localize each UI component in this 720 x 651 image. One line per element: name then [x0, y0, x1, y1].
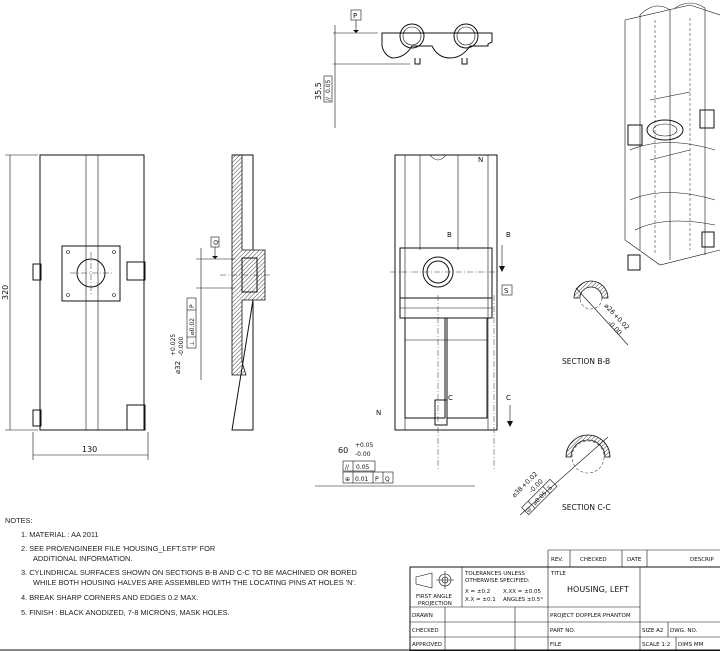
datum-q-label: Q: [212, 240, 220, 245]
dims-label: DIMS MM: [678, 642, 704, 648]
date-header: DATE: [627, 557, 642, 563]
tolerance-heading: TOLERANCES UNLESS: [464, 571, 525, 577]
projection-label: FIRST ANGLE: [416, 594, 452, 600]
section-b-arrow-label: B: [447, 231, 452, 239]
fcf-datum: Q: [385, 476, 390, 483]
fcf-value: ⌀0.02: [189, 318, 196, 335]
datum-p-label: P: [353, 12, 357, 20]
dim-dia-32: ⌀32: [174, 361, 182, 374]
checked-label: CHECKED: [412, 628, 439, 634]
part-no-label: PART NO.: [550, 628, 575, 634]
parallel-symbol: //: [345, 464, 350, 471]
concentricity-symbol: ◎: [524, 505, 533, 514]
tolerance-heading: OTHERWISE SPECIFIED:: [465, 578, 530, 584]
project-name: PROJECT DOPPLER PHANTOM: [550, 613, 631, 619]
dim-35-5: 35.5: [314, 82, 323, 100]
note-item: 5. FINISH : BLACK ANODIZED, 7-8 MICRONS,…: [21, 608, 230, 617]
size-label: SIZE A2: [642, 628, 663, 634]
tol-lower: -0.00: [355, 451, 371, 458]
tol-lower: -0.000: [178, 336, 185, 356]
section-c-arrow-label: C: [506, 394, 511, 402]
section-b-arrow-label: B: [506, 231, 511, 239]
position-symbol: ⊕: [345, 476, 350, 483]
fcf-value: 0.05: [325, 79, 332, 93]
description-header: DESCRIP: [690, 557, 714, 563]
note-item: WHILE BOTH HOUSING HALVES ARE ASSEMBLED …: [33, 578, 356, 587]
file-label: FILE: [550, 642, 562, 648]
section-cc: ⌀38+0.02 -0.00 ◎ ⌀0.05 S SECTION C-C: [510, 434, 611, 516]
notes-heading: NOTES:: [5, 516, 33, 525]
section-bb-label: SECTION B-B: [562, 357, 610, 366]
datum-s-label: S: [504, 287, 509, 295]
drawing-title: HOUSING, LEFT: [567, 585, 629, 594]
isometric-view: [624, 2, 720, 271]
top-view: P 35.5 // 0.05: [314, 9, 493, 128]
tolerance-x: X = ±0.2: [465, 589, 490, 595]
main-view: N N B B S C C 60 +0.05 -0.00 // 0.05 ⊕ 0…: [315, 154, 513, 487]
hole-n-label: N: [376, 409, 381, 417]
fcf-value: 0.01: [355, 476, 369, 483]
fcf-datum: P: [189, 304, 196, 308]
section-bb: ⌀26+0.02 -0.00 SECTION B-B: [562, 280, 631, 366]
section-cc-label: SECTION C-C: [562, 503, 611, 512]
section-c-arrow-label: C: [448, 394, 453, 402]
drawn-label: DRAWN: [412, 613, 433, 619]
title-label: TITLE: [550, 571, 566, 577]
dim-320: 320: [1, 285, 10, 300]
dwg-no-label: DWG. NO.: [670, 628, 698, 634]
note-item: 1. MATERIAL : AA 2011: [21, 530, 99, 539]
parallel-symbol: //: [325, 96, 332, 101]
note-item: 4. BREAK SHARP CORNERS AND EDGES 0.2 MAX…: [21, 593, 199, 602]
tolerance-xxx: X.XX = ±0.05: [503, 589, 542, 595]
tol-upper: +0.025: [170, 334, 177, 356]
fcf-datum: S: [546, 484, 554, 492]
dim-60: 60: [338, 446, 348, 455]
note-item: ADDITIONAL INFORMATION.: [33, 554, 133, 563]
note-item: 3. CYLINDRICAL SURFACES SHOWN ON SECTION…: [21, 568, 357, 577]
tolerance-xx: X.X = ±0.1: [465, 597, 496, 603]
approved-label: APPROVED: [412, 642, 442, 648]
tol-upper: +0.05: [355, 442, 374, 449]
scale-label: SCALE 1:2: [642, 642, 670, 648]
first-angle-projection-icon: [415, 571, 454, 589]
title-block: REV. CHECKED DATE DESCRIP FIRST ANGLE PR…: [0, 549, 720, 651]
perpendicular-symbol: ⊥: [189, 341, 196, 346]
notes-section: NOTES: 1. MATERIAL : AA 2011 2. SEE PRO/…: [5, 516, 400, 618]
checked-header: CHECKED: [580, 557, 607, 563]
fcf-datum: P: [375, 476, 379, 483]
hole-n-label: N: [478, 156, 483, 164]
fcf-value: 0.05: [356, 464, 370, 471]
note-item: 2. SEE PRO/ENGINEER FILE 'HOUSING_LEFT.S…: [21, 544, 216, 553]
dim-130: 130: [82, 445, 97, 454]
side-view: Q ⌀32 +0.025 -0.000 ⊥ ⌀0.02 P: [170, 154, 270, 431]
rev-header: REV.: [551, 557, 563, 563]
front-view: 320 130: [1, 154, 149, 460]
tolerance-angles: ANGLES ±0.5°: [503, 597, 543, 603]
projection-label: PROJECTION: [418, 601, 452, 607]
